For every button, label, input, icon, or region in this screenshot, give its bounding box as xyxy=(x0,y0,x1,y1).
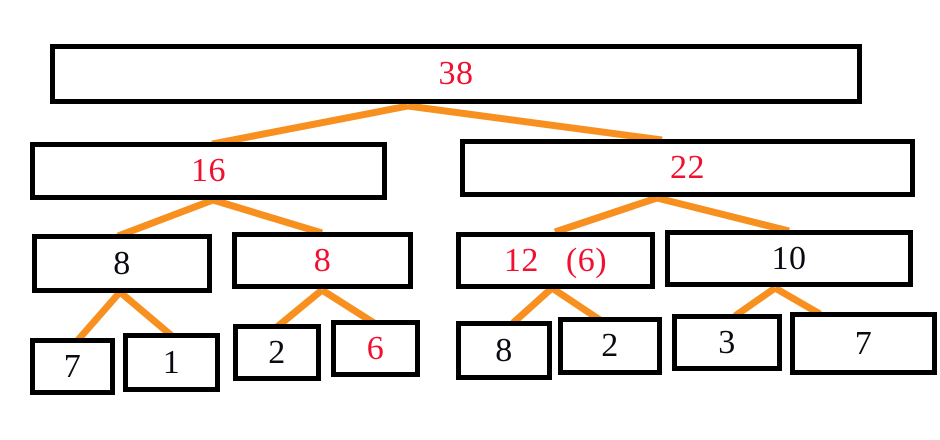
tree-node-n22[interactable]: 22 xyxy=(460,139,915,197)
tree-edge xyxy=(656,194,790,235)
tree-edge xyxy=(320,287,376,326)
tree-node-n10[interactable]: 10 xyxy=(665,230,913,287)
tree-edge xyxy=(211,196,324,237)
tree-edge xyxy=(550,285,602,323)
tree-node-value: 3 xyxy=(718,323,736,361)
tree-node-l2a[interactable]: 2 xyxy=(233,324,321,381)
tree-edge xyxy=(407,102,663,144)
tree-node-n16[interactable]: 16 xyxy=(30,142,387,200)
tree-edge xyxy=(75,289,123,343)
tree-node-value: 8 xyxy=(495,331,513,369)
tree-node-value: 2 xyxy=(601,327,619,364)
tree-edge xyxy=(553,194,659,236)
tree-node-value: 7 xyxy=(854,324,873,362)
tree-node-l6[interactable]: 6 xyxy=(331,320,420,377)
tree-node-l1[interactable]: 1 xyxy=(123,333,220,392)
tree-node-n8b[interactable]: 8 xyxy=(232,232,413,289)
tree-node-value: 16 xyxy=(191,152,226,189)
tree-node-l7b[interactable]: 7 xyxy=(790,312,937,375)
tree-node-value: 2 xyxy=(268,333,286,371)
tree-node-l3[interactable]: 3 xyxy=(672,314,782,371)
tree-node-l2b[interactable]: 2 xyxy=(558,317,662,375)
tree-node-value: 38 xyxy=(438,55,474,92)
tree-node-value: 1 xyxy=(162,343,181,381)
tree-node-n12[interactable]: 12 (6) xyxy=(456,232,655,289)
tree-edge xyxy=(773,284,822,318)
tree-node-value: 7 xyxy=(63,347,82,385)
tree-edge xyxy=(510,285,555,326)
tree-node-root[interactable]: 38 xyxy=(50,44,862,104)
tree-edge xyxy=(116,196,215,240)
tree-node-value: 12 (6) xyxy=(503,241,608,279)
tree-edge xyxy=(732,285,778,319)
tree-edge xyxy=(274,287,325,330)
tree-node-value: 22 xyxy=(670,149,705,186)
tree-edge xyxy=(211,102,409,148)
tree-node-value: 6 xyxy=(366,329,385,367)
tree-node-value: 8 xyxy=(113,244,131,282)
tree-edge xyxy=(117,289,175,339)
tree-node-l8[interactable]: 8 xyxy=(456,321,552,380)
tree-node-value: 10 xyxy=(771,239,807,277)
tree-node-l7a[interactable]: 7 xyxy=(30,338,115,395)
tree-node-value: 8 xyxy=(313,241,332,279)
tree-node-n8a[interactable]: 8 xyxy=(32,234,212,293)
